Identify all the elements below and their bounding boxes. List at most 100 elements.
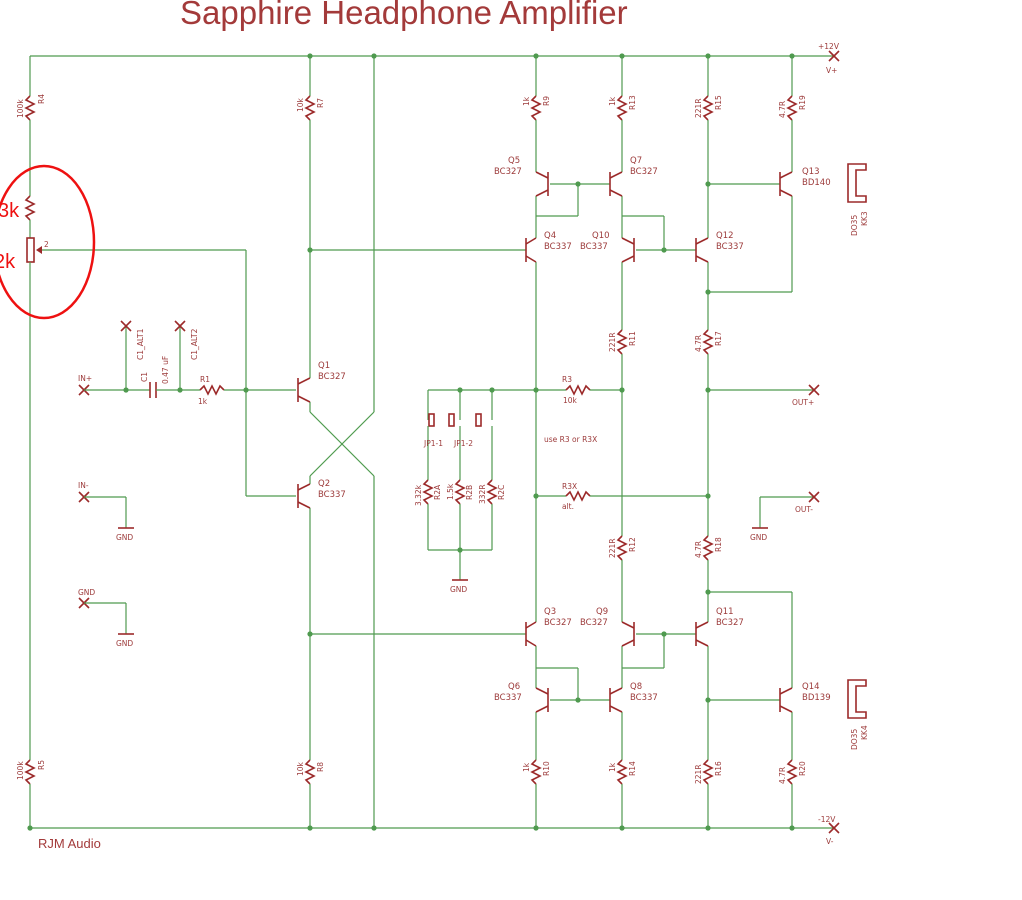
trim-annotation: 3k 2k <box>0 164 96 320</box>
q1-name: Q1 <box>318 361 330 371</box>
q5-name: Q5 <box>508 156 520 166</box>
q13-name: Q13 <box>802 167 820 177</box>
gnd-label-out: GND <box>750 533 767 542</box>
r3x-name: R3X <box>562 482 577 491</box>
q11-type: BC327 <box>716 618 744 628</box>
rail-negative-label: -12V <box>818 815 836 824</box>
feedback-network: R3 10k R3X alt. use R3 or R3X JP1-1 JP1-… <box>414 375 708 594</box>
schematic-title: Sapphire Headphone Amplifier <box>180 0 628 31</box>
r10-value: 1k <box>522 762 531 772</box>
q6-name: Q6 <box>508 682 520 692</box>
heatsink-kk4: DO35 KK4 <box>847 679 869 750</box>
q2-name: Q2 <box>318 479 330 489</box>
q7-type: BC327 <box>630 167 658 177</box>
r14-value: 1k <box>608 762 617 772</box>
q13-type: BD140 <box>802 178 831 188</box>
transistor-q2: Q2 BC337 <box>297 479 346 509</box>
gnd-label-port: GND <box>116 639 133 648</box>
q4-type: BC337 <box>544 242 572 252</box>
r7-value: 10k <box>296 97 305 112</box>
cap-value: 0.47 uF <box>161 356 170 384</box>
transistor-q10: Q10 BC337 <box>580 231 635 263</box>
rail-positive: +12V V+ <box>30 42 840 75</box>
junctions <box>27 53 795 831</box>
r18-name: R18 <box>714 537 723 552</box>
cap-alt1-label: C1_ALT1 <box>136 328 145 360</box>
r9-value: 1k <box>522 96 531 106</box>
r15-value: 221R <box>694 98 703 118</box>
r2c-name: R2C <box>497 485 506 500</box>
jumper-note: use R3 or R3X <box>544 435 597 444</box>
q8-type: BC337 <box>630 693 658 703</box>
r15-name: R15 <box>714 95 723 110</box>
q2-type: BC337 <box>318 490 346 500</box>
transistor-q1: Q1 BC327 <box>297 361 346 403</box>
r1-name: R1 <box>200 375 210 384</box>
r2b-value: 1.5k <box>446 483 455 500</box>
q6-type: BC337 <box>494 693 522 703</box>
port-out-neg: OUT- <box>795 505 813 514</box>
r8-value: 10k <box>296 761 305 776</box>
transistor-q5: Q5 BC327 <box>494 156 549 197</box>
kk3-label: KK3 <box>860 211 869 226</box>
q10-name: Q10 <box>592 231 610 241</box>
q14-type: BD139 <box>802 693 831 703</box>
r5-name: R5 <box>37 760 46 770</box>
transistor-q3: Q3 BC327 <box>525 607 572 647</box>
kk3-model: DO35 <box>850 215 859 236</box>
transistor-q7: Q7 BC327 <box>609 156 658 197</box>
r4-name: R4 <box>37 94 46 104</box>
r16-name: R16 <box>714 761 723 776</box>
rail-positive-name: V+ <box>826 66 837 75</box>
rail-negative: -12V V- <box>30 815 840 846</box>
r17-value: 4.7R <box>694 335 703 352</box>
jp2-label: JP1-2 <box>453 439 473 448</box>
input-section: IN+ C1_ALT1 C1_ALT2 C1 0.47 uF R1 1k IN-… <box>78 320 296 648</box>
r9-name: R9 <box>542 96 551 106</box>
r2b-name: R2B <box>465 485 474 500</box>
transistor-q6: Q6 BC337 <box>494 682 549 713</box>
q8-name: Q8 <box>630 682 642 692</box>
gnd-label-feedback: GND <box>450 585 467 594</box>
q10-type: BC337 <box>580 242 608 252</box>
r17-name: R17 <box>714 331 723 346</box>
q12-type: BC337 <box>716 242 744 252</box>
r2a-name: R2A <box>433 484 442 500</box>
r13-name: R13 <box>628 95 637 110</box>
transistor-q8: Q8 BC337 <box>609 682 658 713</box>
q3-type: BC327 <box>544 618 572 628</box>
r1-value: 1k <box>198 397 208 406</box>
r19-value: 4.7R <box>778 101 787 118</box>
r2a-value: 3.32k <box>414 484 423 506</box>
r7-name: R7 <box>316 98 325 108</box>
r20-name: R20 <box>798 761 807 776</box>
q12-name: Q12 <box>716 231 734 241</box>
input-pair: 10k R7 10k R8 <box>296 56 526 828</box>
q11-name: Q11 <box>716 607 734 617</box>
q7-name: Q7 <box>630 156 642 166</box>
q1-type: BC327 <box>318 372 346 382</box>
kk4-model: DO35 <box>850 729 859 750</box>
r8-name: R8 <box>316 762 325 772</box>
gnd-label-in: GND <box>116 533 133 542</box>
jp1-label: JP1-1 <box>423 439 443 448</box>
r18-value: 4.7R <box>694 541 703 558</box>
r3x-value: alt. <box>562 502 574 511</box>
port-out-pos: OUT+ <box>792 398 814 407</box>
r4-value: 100k <box>16 99 25 118</box>
bias-divider: 2 100k R4 100k R5 <box>16 56 296 828</box>
port-in-neg: IN- <box>78 481 89 490</box>
q3-name: Q3 <box>544 607 556 617</box>
kk4-label: KK4 <box>860 725 869 740</box>
r14-name: R14 <box>628 761 637 776</box>
transistor-q14: Q14 BD139 <box>779 682 831 713</box>
pot-pin-label: 2 <box>44 240 49 249</box>
port-gnd: GND <box>78 588 95 597</box>
output-stage: OUT+ OUT- GND 1k R9 1k R13 221R R15 4.7R… <box>522 56 820 828</box>
transistor-q9: Q9 BC327 <box>580 607 635 647</box>
trim-upper-label: 3k <box>0 200 20 222</box>
r16-value: 221R <box>694 764 703 784</box>
cap-name: C1 <box>140 372 149 382</box>
transistor-q12: Q12 BC337 <box>695 231 744 263</box>
port-in-pos: IN+ <box>78 374 92 383</box>
